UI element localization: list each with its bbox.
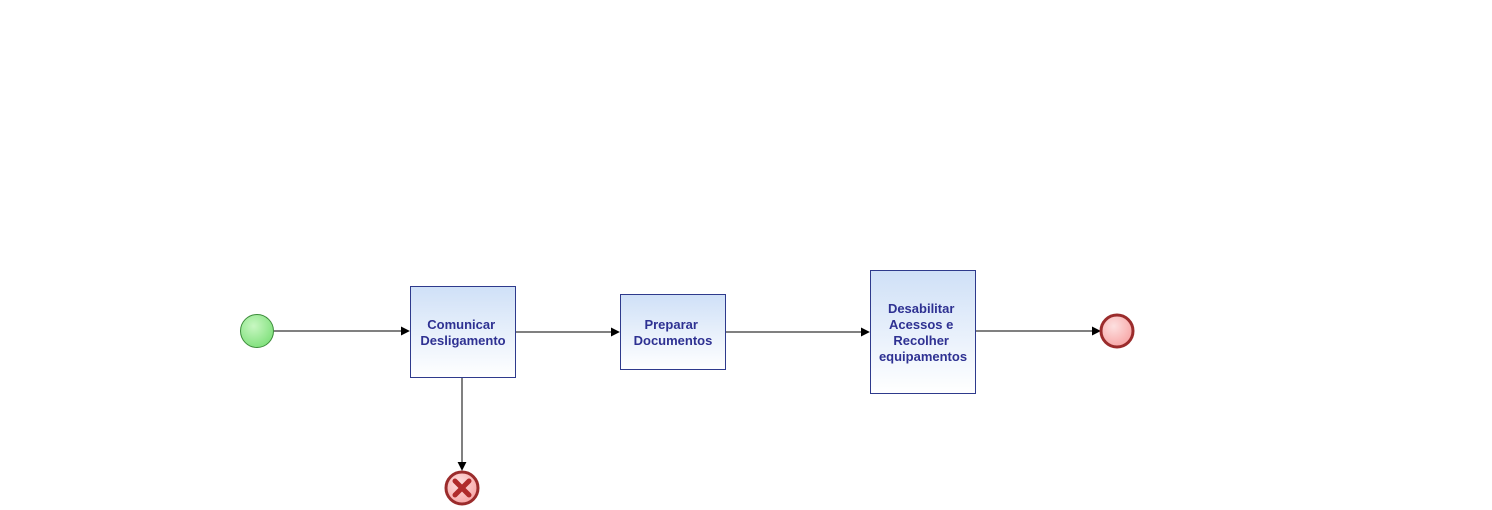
task-desabilitar-acessos[interactable]: Desabilitar Acessos e Recolher equipamen… (870, 270, 976, 394)
task-box (620, 294, 726, 370)
task-label-line: Documentos (634, 333, 713, 348)
task-label: Comunicar Desligamento (420, 317, 505, 348)
task-label: Preparar Documentos (634, 317, 713, 348)
task-label-line: Preparar (644, 317, 697, 332)
task-comunicar-desligamento[interactable]: Comunicar Desligamento (410, 286, 516, 378)
end-event[interactable] (1099, 313, 1135, 349)
task-label-line: Desabilitar (888, 301, 954, 316)
task-box (870, 270, 976, 394)
task-label-line: Comunicar (427, 317, 495, 332)
task-box (410, 286, 516, 378)
task-label-line: Desligamento (420, 333, 505, 348)
start-event[interactable] (240, 314, 274, 348)
task-label-line: Acessos e (889, 317, 953, 332)
task-label-line: equipamentos (879, 349, 967, 364)
task-label: Desabilitar Acessos e Recolher equipamen… (879, 301, 967, 364)
cross-icon (452, 478, 472, 498)
error-end-event[interactable] (444, 470, 480, 506)
task-preparar-documentos[interactable]: Preparar Documentos (620, 294, 726, 370)
task-label-line: Recolher (893, 333, 949, 348)
